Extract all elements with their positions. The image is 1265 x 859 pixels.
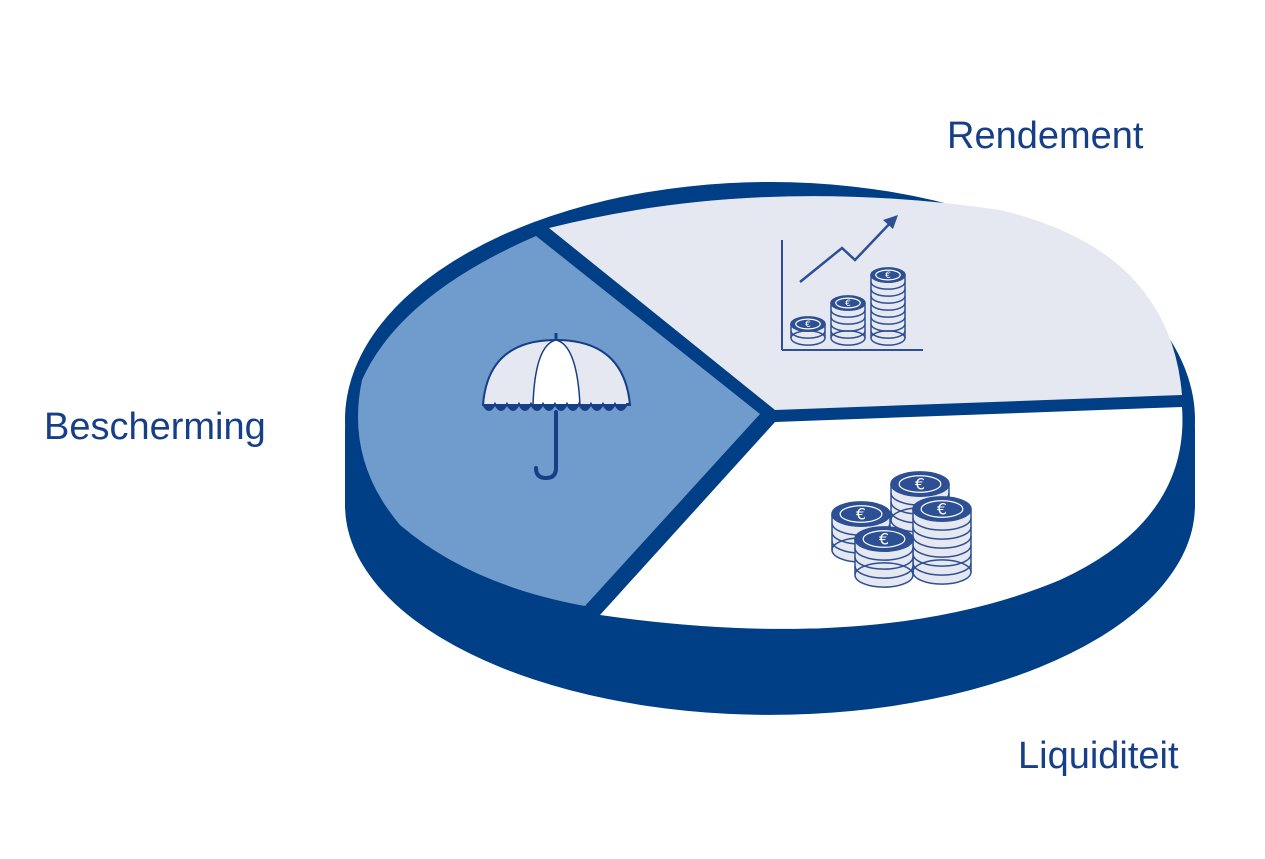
euro-symbol: € [885, 271, 891, 281]
pie-base [345, 420, 1195, 715]
label-liquiditeit: Liquiditeit [1018, 735, 1179, 777]
euro-symbol: € [856, 504, 866, 523]
coin-stacks-icon: € € € € [831, 471, 972, 588]
euro-symbol: € [879, 529, 889, 548]
label-bescherming: Bescherming [44, 406, 266, 448]
coin-stack: € [870, 267, 906, 346]
growth-chart-coins-icon: € € € [781, 215, 923, 351]
euro-symbol: € [937, 499, 947, 518]
euro-symbol: € [845, 299, 851, 309]
coin-stack: € [854, 526, 914, 588]
coin-stack: € [790, 316, 826, 346]
segment-bescherming [357, 236, 760, 606]
umbrella-icon [481, 333, 632, 481]
euro-symbol: € [915, 474, 925, 493]
euro-symbol: € [805, 320, 811, 330]
label-rendement: Rendement [947, 115, 1144, 157]
coin-stack: € [830, 295, 866, 346]
coin-stack: € [912, 496, 972, 585]
